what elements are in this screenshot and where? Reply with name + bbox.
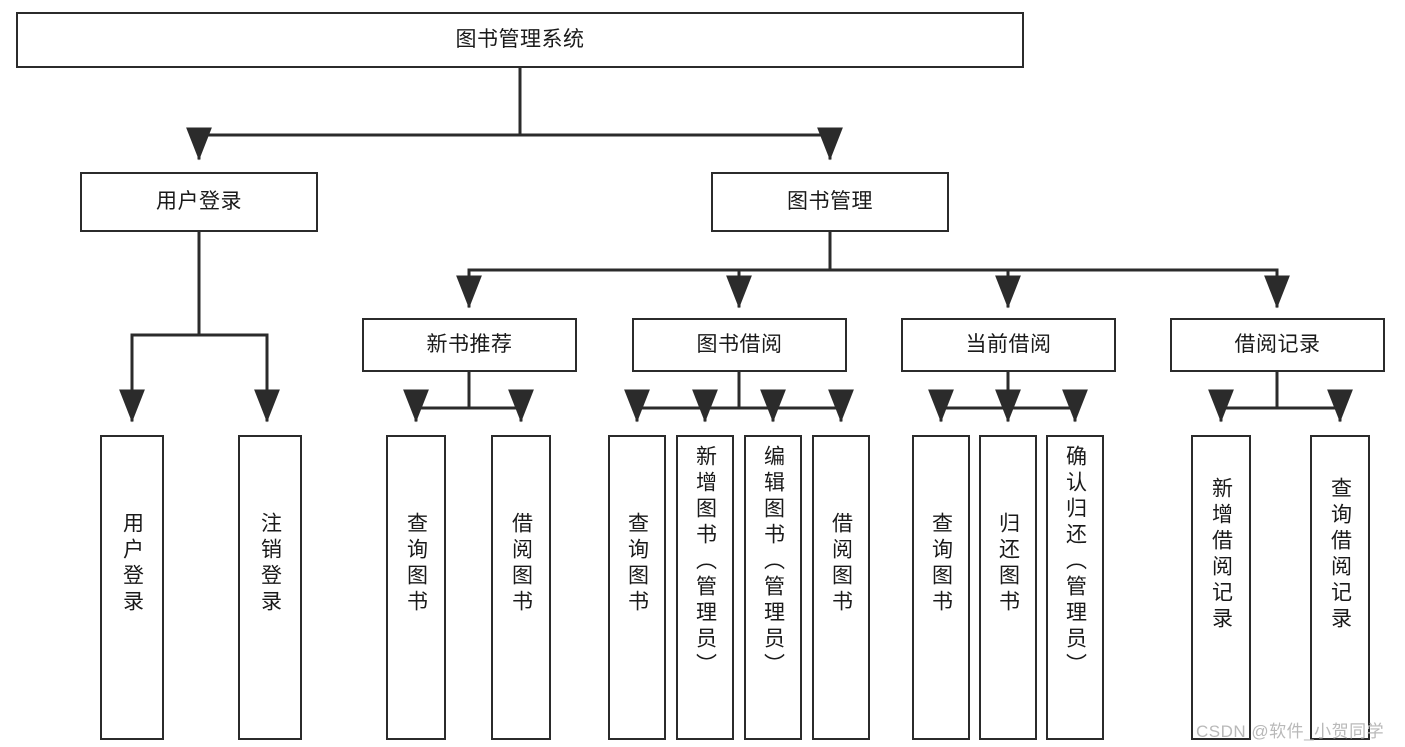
node-label: 图书管理系统 [455,27,585,51]
node-leaf-edit-book[interactable]: 编辑图书（管理员） [744,435,802,740]
node-label: 当前借阅 [965,332,1052,356]
node-label: 图书管理 [787,189,873,213]
node-label: 查询图书 [404,512,428,616]
node-leaf-confirm-return[interactable]: 确认归还（管理员） [1046,435,1104,740]
node-label: 归还图书 [996,512,1020,616]
node-leaf-query-book-borrow[interactable]: 查询图书 [608,435,666,740]
node-label: 查询借阅记录 [1328,477,1352,633]
node-leaf-user-login[interactable]: 用户登录 [100,435,164,740]
node-leaf-logout-login[interactable]: 注销登录 [238,435,302,740]
node-leaf-query-borrow-record[interactable]: 查询借阅记录 [1310,435,1370,740]
node-leaf-return-book[interactable]: 归还图书 [979,435,1037,740]
node-leaf-query-book-current[interactable]: 查询图书 [912,435,970,740]
node-user-login[interactable]: 用户登录 [80,172,318,232]
node-label: 图书借阅 [696,332,783,356]
node-book-management[interactable]: 图书管理 [711,172,949,232]
node-book-management-system[interactable]: 图书管理系统 [16,12,1024,68]
node-borrow-record[interactable]: 借阅记录 [1170,318,1385,372]
node-label: 新增借阅记录 [1209,477,1233,633]
node-leaf-borrow-book-recommend[interactable]: 借阅图书 [491,435,551,740]
node-new-book-recommend[interactable]: 新书推荐 [362,318,577,372]
node-label: 用户登录 [120,512,144,616]
node-label: 新增图书（管理员） [693,445,717,679]
node-label: 确认归还（管理员） [1063,445,1087,679]
node-label: 新书推荐 [426,332,513,356]
node-leaf-borrow-book[interactable]: 借阅图书 [812,435,870,740]
node-label: 注销登录 [258,512,282,616]
node-label: 借阅图书 [829,512,853,616]
node-label: 用户登录 [156,189,242,213]
node-leaf-add-book[interactable]: 新增图书（管理员） [676,435,734,740]
node-label: 查询图书 [929,512,953,616]
node-leaf-query-book-recommend[interactable]: 查询图书 [386,435,446,740]
node-label: 借阅记录 [1234,332,1321,356]
node-label: 编辑图书（管理员） [761,445,785,679]
node-leaf-add-borrow-record[interactable]: 新增借阅记录 [1191,435,1251,740]
node-book-borrow[interactable]: 图书借阅 [632,318,847,372]
node-label: 查询图书 [625,512,649,616]
node-current-borrow[interactable]: 当前借阅 [901,318,1116,372]
node-label: 借阅图书 [509,512,533,616]
